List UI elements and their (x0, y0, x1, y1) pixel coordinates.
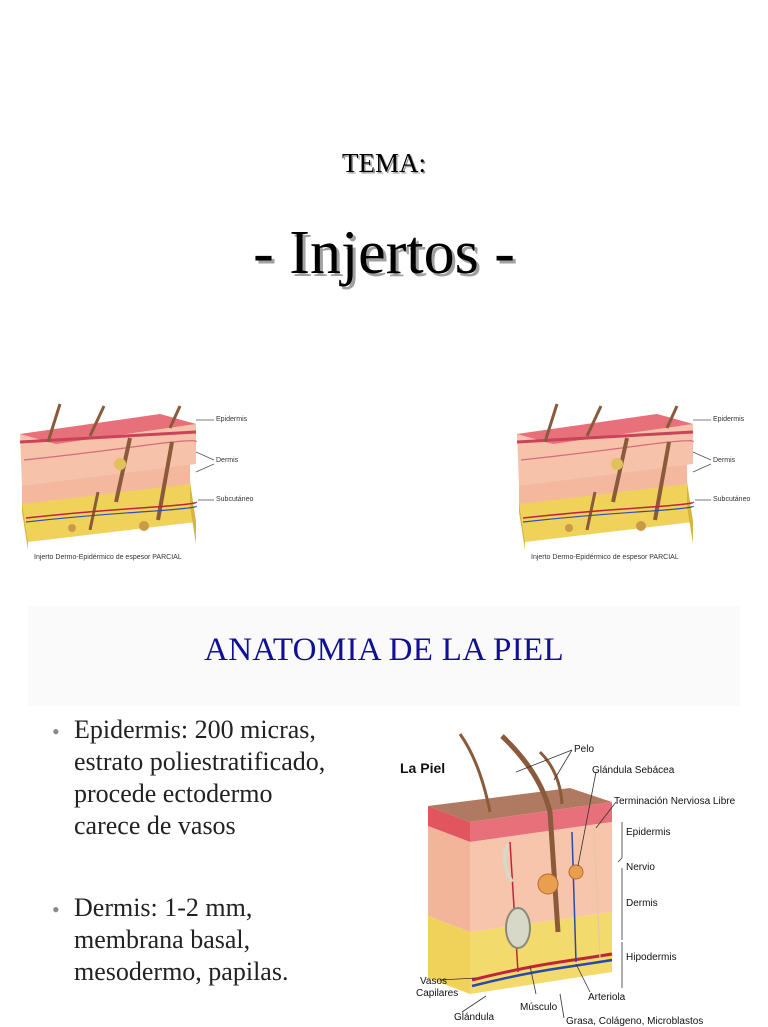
skin-anatomy-diagram: La Piel Pelo Glándula Sebácea Terminació… (390, 732, 768, 1027)
slide-title: - Injertos - (253, 219, 515, 287)
graft-figure-left: Epidermis Dermis Subcutáneo Injerto Derm… (20, 402, 270, 562)
label-glandula: Glándula (454, 1012, 495, 1023)
bullet-line: carece de vasos (74, 811, 236, 840)
label-epidermis: Epidermis (626, 827, 671, 838)
bullet-dermis: • Dermis: 1-2 mm, membrana basal, mesode… (52, 892, 392, 992)
label-capilares: Capilares (416, 988, 459, 999)
label-subcutaneo: Subcutáneo (713, 496, 751, 503)
bullet-line: estrato poliestratificado, (74, 747, 326, 776)
bullet-dot: • (52, 719, 60, 744)
bullet-line: Dermis: 1-2 mm, (74, 893, 253, 922)
skin-cross-section-illustration (428, 733, 623, 1019)
graft-figure-right: Epidermis Dermis Subcutáneo Injerto Derm… (517, 402, 767, 562)
label-pelo: Pelo (574, 744, 595, 755)
label-hipodermis: Hipodermis (626, 952, 677, 963)
slide-heading: TEMA: (342, 148, 426, 178)
section-title: ANATOMIA DE LA PIEL (204, 632, 564, 668)
label-epidermis: Epidermis (216, 416, 248, 423)
title-band (28, 606, 740, 706)
bullet-line: Epidermis: 200 micras, (74, 715, 316, 744)
label-terminacion-nerviosa: Terminación Nerviosa Libre (614, 796, 736, 807)
skin-block-illustration (517, 403, 712, 550)
bullet-line: membrana basal, (74, 925, 251, 954)
bullet-dot: • (52, 897, 60, 922)
slide-2 (0, 600, 768, 1024)
label-vasos: Vasos (420, 976, 448, 987)
label-subcutaneo: Subcutáneo (216, 496, 254, 503)
label-epidermis: Epidermis (713, 416, 745, 423)
label-dermis: Dermis (626, 898, 658, 909)
label-dermis: Dermis (713, 457, 736, 464)
figure-caption: Injerto Dermo-Epidérmico de espesor PARC… (531, 554, 679, 561)
bullet-line: mesodermo, papilas. (74, 957, 289, 986)
label-glandula-sebacea: Glándula Sebácea (592, 765, 675, 776)
label-arteriola: Arteriola (588, 992, 626, 1003)
diagram-title: La Piel (400, 760, 446, 776)
bullet-line: procede ectodermo (74, 779, 273, 808)
label-grasa: Grasa, Colágeno, Microblastos (566, 1016, 704, 1027)
label-musculo: Músculo (520, 1002, 558, 1013)
skin-block-illustration (20, 403, 215, 550)
slide-1: TEMA: - Injertos - (20, 148, 767, 562)
label-nervio: Nervio (626, 862, 655, 873)
label-dermis: Dermis (216, 457, 239, 464)
bullet-epidermis: • Epidermis: 200 micras, estrato poliest… (52, 714, 392, 844)
figure-caption: Injerto Dermo-Epidérmico de espesor PARC… (34, 554, 182, 561)
